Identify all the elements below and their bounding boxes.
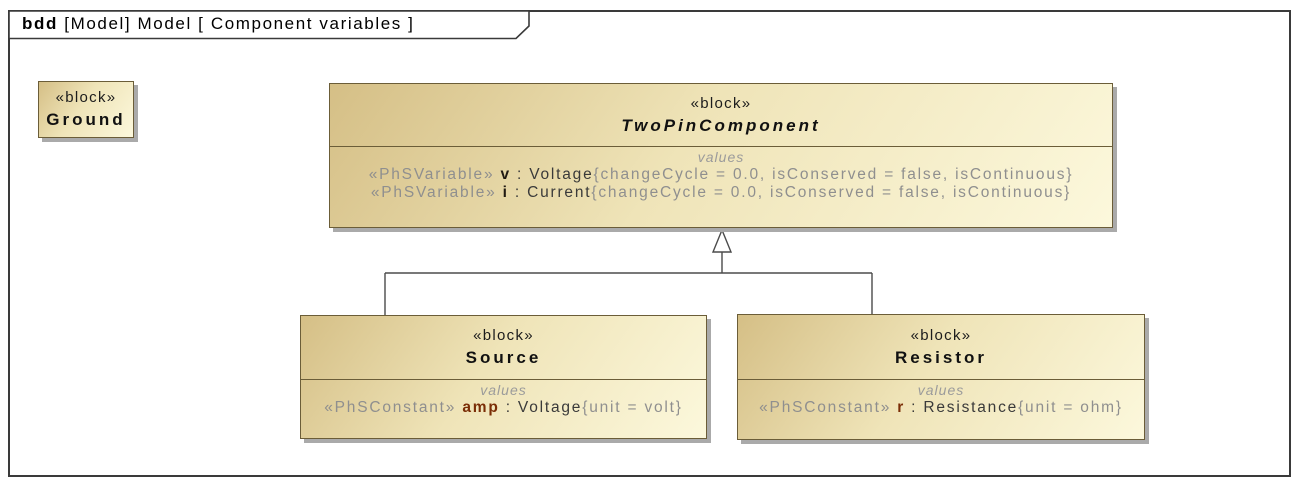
stereotype-label: «PhSConstant» bbox=[759, 399, 898, 416]
block-name: TwoPinComponent bbox=[621, 115, 821, 135]
block-resistor[interactable]: «block» Resistor values «PhSConstant» r … bbox=[737, 314, 1145, 440]
stereotype-label: «PhSVariable» bbox=[368, 166, 501, 183]
block-ground[interactable]: «block» Ground bbox=[38, 81, 134, 138]
stereotype-label: «PhSVariable» bbox=[370, 184, 503, 201]
value-property-i[interactable]: «PhSVariable» i : Current{changeCycle = … bbox=[330, 184, 1112, 202]
values-compartment: values «PhSConstant» r : Resistance{unit… bbox=[738, 379, 1144, 440]
generalization-arrowhead bbox=[711, 228, 733, 253]
values-compartment: values «PhSVariable» v : Voltage{changeC… bbox=[330, 146, 1112, 228]
value-property-r[interactable]: «PhSConstant» r : Resistance{unit = ohm} bbox=[738, 399, 1144, 417]
stereotype-label: «block» bbox=[473, 327, 534, 344]
property-modifiers: {changeCycle = 0.0, isConserved = false,… bbox=[591, 184, 1072, 201]
values-compartment-label: values bbox=[480, 382, 527, 398]
property-modifiers: {unit = volt} bbox=[582, 399, 683, 416]
property-type: : Resistance bbox=[905, 399, 1019, 416]
property-name: v bbox=[500, 166, 511, 183]
block-name: Resistor bbox=[894, 347, 988, 367]
property-name: i bbox=[502, 184, 509, 201]
property-modifiers: {unit = ohm} bbox=[1018, 399, 1123, 416]
diagram-name-label: [Model] Model [ Component variables ] bbox=[57, 14, 415, 33]
property-type: : Current bbox=[508, 184, 592, 201]
block-two-pin-header: «block» TwoPinComponent bbox=[330, 84, 1112, 146]
property-modifiers: {changeCycle = 0.0, isConserved = false,… bbox=[593, 166, 1074, 183]
property-name: amp bbox=[462, 399, 500, 416]
block-name: Ground bbox=[46, 110, 126, 129]
stereotype-label: «block» bbox=[55, 89, 117, 106]
generalization-line[interactable] bbox=[384, 252, 873, 315]
value-property-amp[interactable]: «PhSConstant» amp : Voltage{unit = volt} bbox=[301, 399, 706, 417]
block-name: Source bbox=[465, 348, 542, 367]
diagram-kind-label: bdd bbox=[22, 14, 58, 33]
block-source-header: «block» Source bbox=[301, 316, 706, 379]
stereotype-label: «block» bbox=[690, 94, 752, 112]
stereotype-label: «block» bbox=[910, 326, 972, 344]
stereotype-label: «PhSConstant» bbox=[324, 399, 463, 416]
values-compartment: values «PhSConstant» amp : Voltage{unit … bbox=[301, 379, 706, 439]
block-resistor-header: «block» Resistor bbox=[738, 315, 1144, 379]
block-source[interactable]: «block» Source values «PhSConstant» amp … bbox=[300, 315, 707, 439]
values-compartment-label: values bbox=[917, 382, 965, 398]
generalization-connector[interactable] bbox=[384, 228, 873, 315]
block-two-pin-component[interactable]: «block» TwoPinComponent values «PhSVaria… bbox=[329, 83, 1113, 228]
diagram-frame-title[interactable]: bdd [Model] Model [ Component variables … bbox=[22, 14, 415, 34]
value-property-v[interactable]: «PhSVariable» v : Voltage{changeCycle = … bbox=[330, 166, 1112, 184]
values-compartment-label: values bbox=[697, 149, 745, 165]
block-ground-header: «block» Ground bbox=[39, 82, 133, 137]
property-name: r bbox=[897, 399, 906, 416]
property-type: : Voltage bbox=[510, 166, 594, 183]
diagram-frame-border bbox=[8, 10, 1291, 477]
frame-heading-tab bbox=[8, 10, 530, 40]
property-type: : Voltage bbox=[499, 399, 583, 416]
